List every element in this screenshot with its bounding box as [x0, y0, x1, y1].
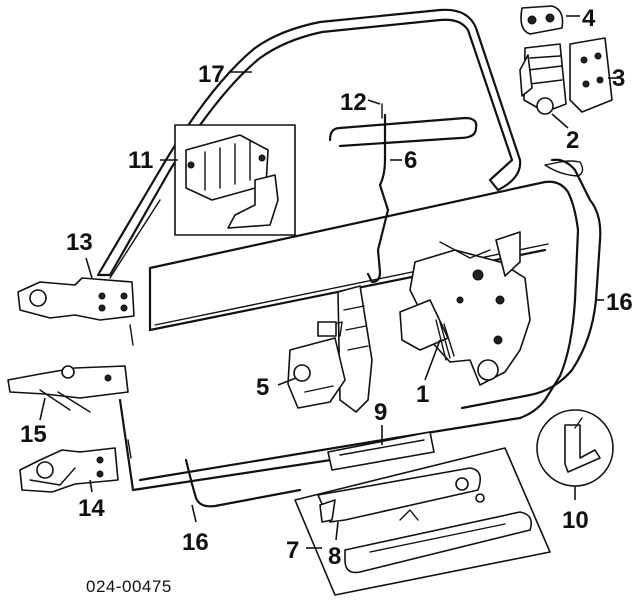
- window-frame: [96, 8, 522, 277]
- clip-inset: [536, 409, 614, 487]
- callout-2: 2: [566, 127, 579, 154]
- callout-5: 5: [256, 374, 269, 401]
- callout-4: 4: [582, 5, 596, 32]
- upper-hinge: [17, 277, 135, 321]
- callout-3: 3: [612, 65, 625, 92]
- weatherstrip-lower: [184, 458, 302, 508]
- rod-12: [328, 103, 478, 148]
- handle-inset: [294, 447, 551, 596]
- handle-gasket: [327, 431, 435, 471]
- callout-16-lower: 16: [182, 529, 209, 556]
- callout-8: 8: [328, 543, 341, 570]
- regulator-inset: [109, 124, 296, 279]
- callout-13: 13: [66, 229, 93, 256]
- diagram-code: 024-00475: [86, 577, 172, 596]
- lock-actuator: [287, 285, 373, 413]
- hinge-parts-upper: [519, 5, 613, 115]
- callout-16-right: 16: [606, 289, 633, 316]
- callout-10: 10: [562, 507, 589, 534]
- callout-14: 14: [78, 495, 105, 522]
- lower-hinge: [19, 447, 119, 493]
- callout-17: 17: [198, 61, 225, 88]
- callout-12: 12: [340, 89, 367, 116]
- rod-6: [366, 113, 390, 284]
- door-latch: [399, 231, 531, 386]
- callout-7: 7: [286, 537, 299, 564]
- callout-15: 15: [20, 421, 47, 448]
- leader-lines: [39, 15, 618, 549]
- callout-1: 1: [416, 381, 429, 408]
- callout-11: 11: [128, 147, 153, 174]
- callout-9: 9: [374, 399, 387, 426]
- callout-6: 6: [404, 147, 417, 174]
- callout-labels: 4 3 2 17 11 12 6 5 1 9 10 16 13 15 14 16…: [20, 5, 633, 596]
- door-check: [7, 365, 129, 413]
